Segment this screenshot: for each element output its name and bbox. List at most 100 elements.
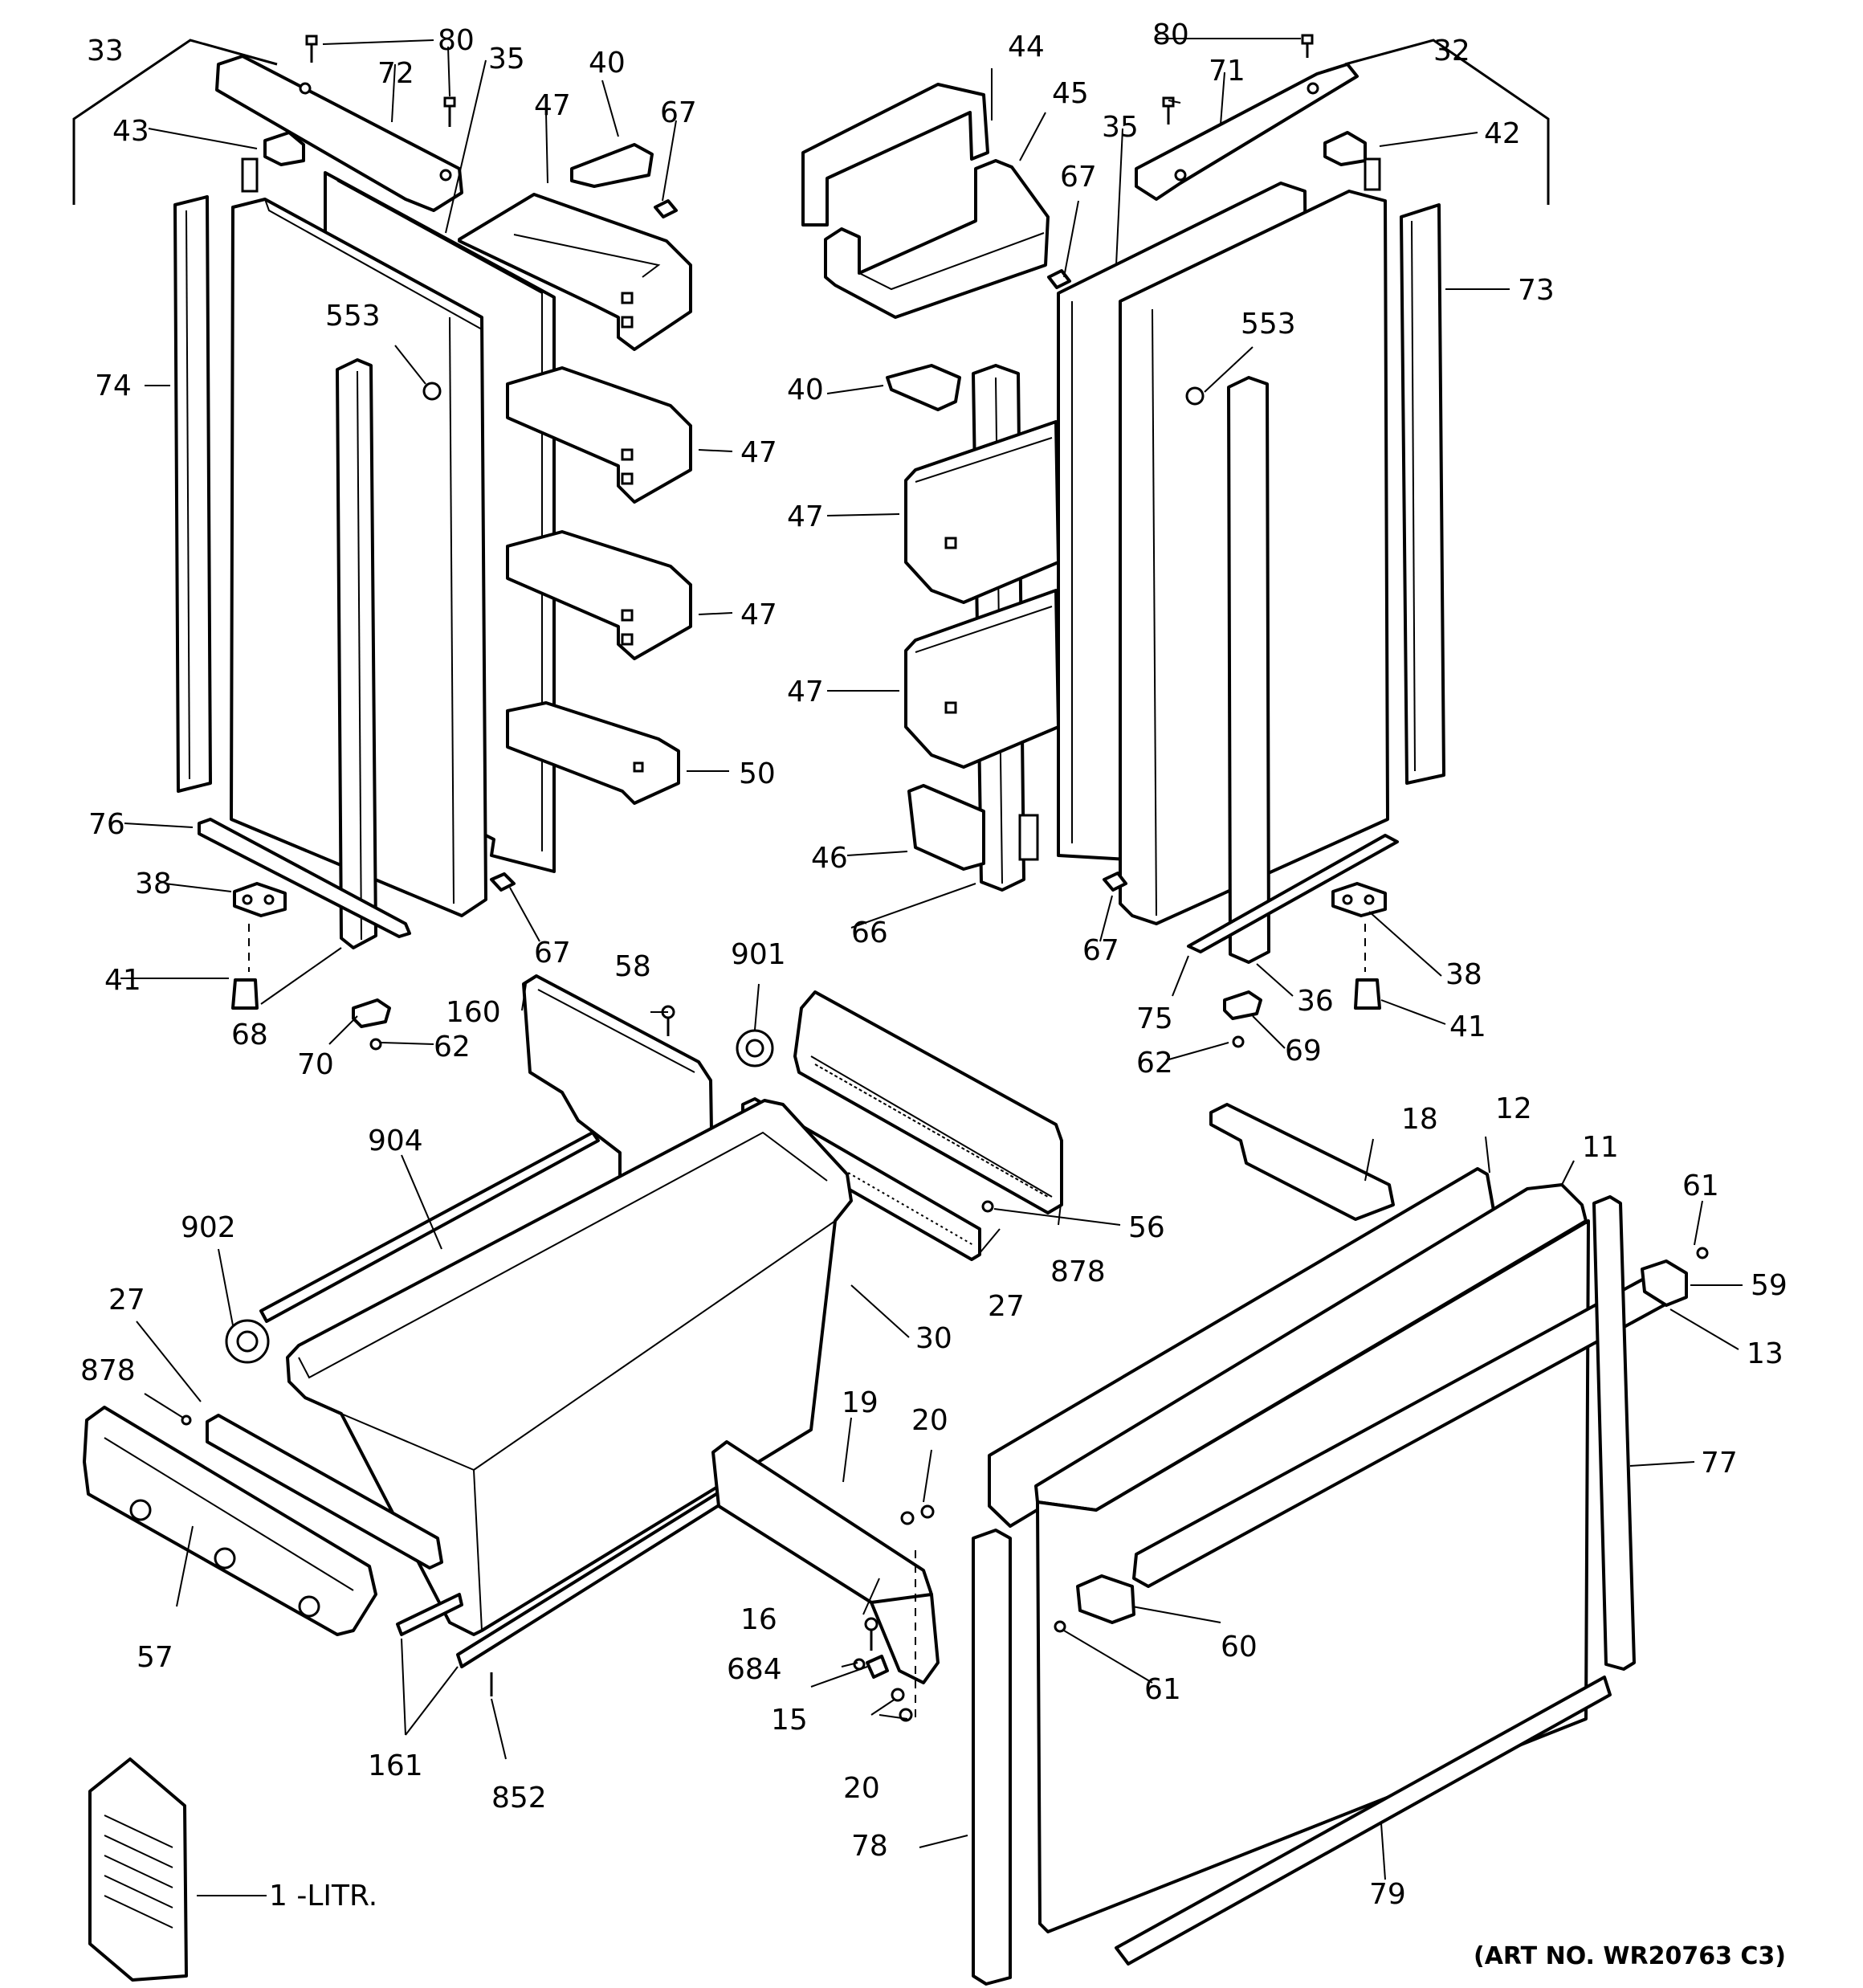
callout-56: 56	[1128, 1211, 1165, 1244]
callout-45: 45	[1052, 77, 1089, 110]
callout-78: 78	[851, 1830, 888, 1863]
callout-1-litr: 1 -LITR.	[269, 1880, 377, 1912]
panel-78	[972, 1529, 1012, 1986]
rail-76	[198, 818, 411, 938]
rail-79	[1115, 1676, 1612, 1966]
leader-lines	[120, 38, 1743, 1896]
callout-79: 79	[1369, 1878, 1406, 1911]
upper-hinge-72	[215, 55, 463, 212]
callout-62: 62	[1136, 1047, 1173, 1080]
screw-61-bottom	[1054, 1620, 1066, 1633]
callout-67: 67	[1082, 934, 1119, 967]
screw-553-right	[1185, 386, 1205, 406]
freezer-basket-30	[286, 1099, 853, 1636]
literature-manual	[88, 1757, 188, 1982]
callout-41: 41	[1449, 1010, 1486, 1043]
screw-62-right	[1232, 1035, 1245, 1048]
callout-42: 42	[1484, 117, 1521, 150]
callout-684: 684	[727, 1653, 782, 1686]
callout-46: 46	[811, 842, 848, 875]
callout-80: 80	[438, 24, 475, 57]
callout-40: 40	[589, 47, 626, 80]
callout-47: 47	[740, 598, 777, 631]
callout-69: 69	[1285, 1035, 1322, 1067]
callout-35: 35	[1102, 111, 1139, 144]
callout-72: 72	[377, 57, 414, 90]
callout-44: 44	[1008, 31, 1045, 63]
screw-878-left	[181, 1414, 192, 1426]
door-gasket-73	[1400, 203, 1445, 785]
callout-62: 62	[434, 1031, 471, 1063]
clip-67-right-bottom	[1103, 872, 1127, 892]
callout-71: 71	[1209, 55, 1245, 88]
callout-19: 19	[842, 1386, 879, 1419]
callout-47: 47	[787, 500, 824, 533]
callout-47: 47	[534, 89, 571, 122]
door-handle-68	[336, 358, 377, 949]
callout-67: 67	[1060, 161, 1097, 194]
callout-labels: 33 80 72 35 40 47 67 43 74 553 47 47 50 …	[80, 18, 1788, 1912]
callout-878: 878	[80, 1354, 136, 1387]
bin-support-40-left	[570, 143, 654, 188]
rail-77	[1592, 1195, 1636, 1671]
screw-20-b	[920, 1504, 935, 1519]
bracket-60	[1076, 1574, 1135, 1624]
callout-74: 74	[95, 369, 132, 402]
clip-67-left-top	[654, 199, 678, 218]
rail-75	[1187, 834, 1399, 953]
callout-161: 161	[368, 1749, 423, 1782]
callout-11: 11	[1582, 1131, 1619, 1164]
drawer-slide-27-left	[206, 1414, 443, 1570]
door-bin-47-left-top	[458, 193, 692, 351]
callout-27: 27	[988, 1290, 1025, 1323]
callout-901: 901	[731, 938, 786, 971]
callout-66: 66	[851, 916, 888, 949]
callout-20: 20	[843, 1772, 880, 1805]
callout-27: 27	[108, 1284, 145, 1316]
rod-904	[259, 1131, 600, 1323]
callout-13: 13	[1747, 1337, 1784, 1370]
callout-68: 68	[231, 1018, 268, 1051]
art-number: (ART NO. WR20763 C3)	[1474, 1942, 1786, 1970]
door-bin-47-left-mid1	[506, 366, 692, 504]
screw-20-c	[891, 1688, 905, 1702]
callout-47: 47	[740, 436, 777, 469]
callout-36: 36	[1297, 985, 1334, 1018]
cap-70	[352, 998, 391, 1028]
clip-59	[1641, 1259, 1688, 1307]
screw-62-left	[369, 1038, 382, 1051]
callout-35: 35	[488, 43, 525, 76]
callout-18: 18	[1401, 1103, 1438, 1136]
callout-43: 43	[112, 115, 149, 148]
screw-61-top	[1696, 1247, 1709, 1259]
hinge-plate-38-right	[1331, 882, 1387, 917]
callout-15: 15	[771, 1704, 808, 1737]
door-bin-47-right-top	[904, 420, 1060, 604]
bin-46	[907, 784, 985, 871]
callout-553: 553	[1241, 308, 1296, 341]
callout-76: 76	[88, 808, 125, 841]
slide-cover-56	[793, 990, 1063, 1214]
clip-67-left-bottom	[490, 872, 516, 892]
callout-32: 32	[1433, 35, 1470, 67]
callout-57: 57	[137, 1641, 173, 1674]
callout-73: 73	[1518, 274, 1555, 307]
callout-33: 33	[87, 35, 124, 67]
callout-47: 47	[787, 676, 824, 708]
callout-852: 852	[491, 1782, 547, 1815]
callout-67: 67	[534, 937, 571, 970]
callout-20: 20	[911, 1404, 948, 1437]
callout-50: 50	[739, 757, 776, 790]
callout-904: 904	[368, 1125, 423, 1157]
callout-30: 30	[915, 1322, 952, 1355]
door-handle-36	[1227, 376, 1270, 964]
bracket-19	[711, 1440, 940, 1684]
callout-61: 61	[1144, 1673, 1181, 1706]
hinge-plate-38-left	[233, 882, 287, 917]
bushing-41-right	[1354, 978, 1381, 1010]
callout-67: 67	[660, 96, 697, 129]
upper-hinge-71	[1135, 63, 1359, 201]
hinge-block-42	[1323, 131, 1367, 166]
